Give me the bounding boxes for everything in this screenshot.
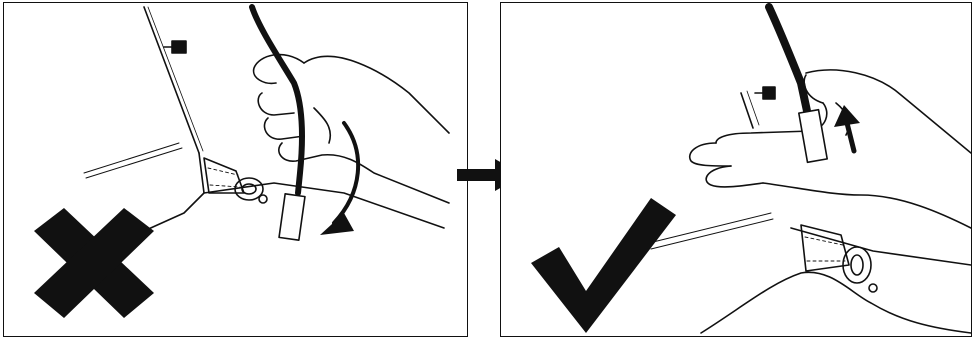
strap	[801, 225, 849, 271]
vehicle-panel-edge	[144, 7, 199, 153]
incorrect-method-panel	[3, 2, 468, 337]
connector-fitting	[763, 87, 775, 99]
sensor-probe	[279, 194, 305, 240]
hand-outline	[806, 70, 971, 153]
sensor-cable	[252, 7, 302, 193]
body-line	[86, 148, 182, 178]
curved-arrow-down-icon	[334, 123, 358, 223]
connector-fitting	[172, 41, 186, 53]
curved-arrow-head	[320, 213, 354, 235]
check-mark-icon	[531, 198, 676, 333]
arm-outline	[701, 272, 971, 333]
cross-mark-icon	[34, 208, 154, 318]
body-line	[84, 143, 179, 173]
vehicle-skirt-line	[791, 228, 971, 265]
vehicle-skirt-line	[204, 183, 444, 228]
arrow-up-icon	[847, 123, 854, 151]
incorrect-method-illustration	[4, 3, 468, 337]
correct-method-panel	[500, 2, 972, 337]
vehicle-panel-edge	[741, 93, 753, 128]
arrow-up-head	[834, 105, 860, 127]
sensor-probe	[799, 110, 827, 163]
correct-method-illustration	[501, 3, 972, 337]
vehicle-panel-edge-inner	[148, 7, 203, 151]
